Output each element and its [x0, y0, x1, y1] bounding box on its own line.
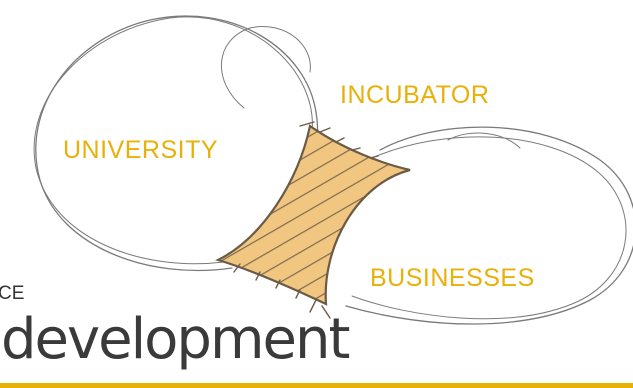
intersection-hatch — [215, 124, 411, 306]
cut-off-text: CE — [0, 283, 25, 304]
university-label: UNIVERSITY — [63, 136, 219, 164]
heading-rule — [0, 383, 633, 388]
page-heading: development — [1, 307, 350, 372]
businesses-label: BUSINESSES — [370, 264, 535, 292]
businesses-circle — [345, 126, 633, 325]
hatch-ticks — [233, 121, 379, 319]
university-circle — [33, 15, 319, 272]
incubator-label: INCUBATOR — [340, 81, 490, 109]
